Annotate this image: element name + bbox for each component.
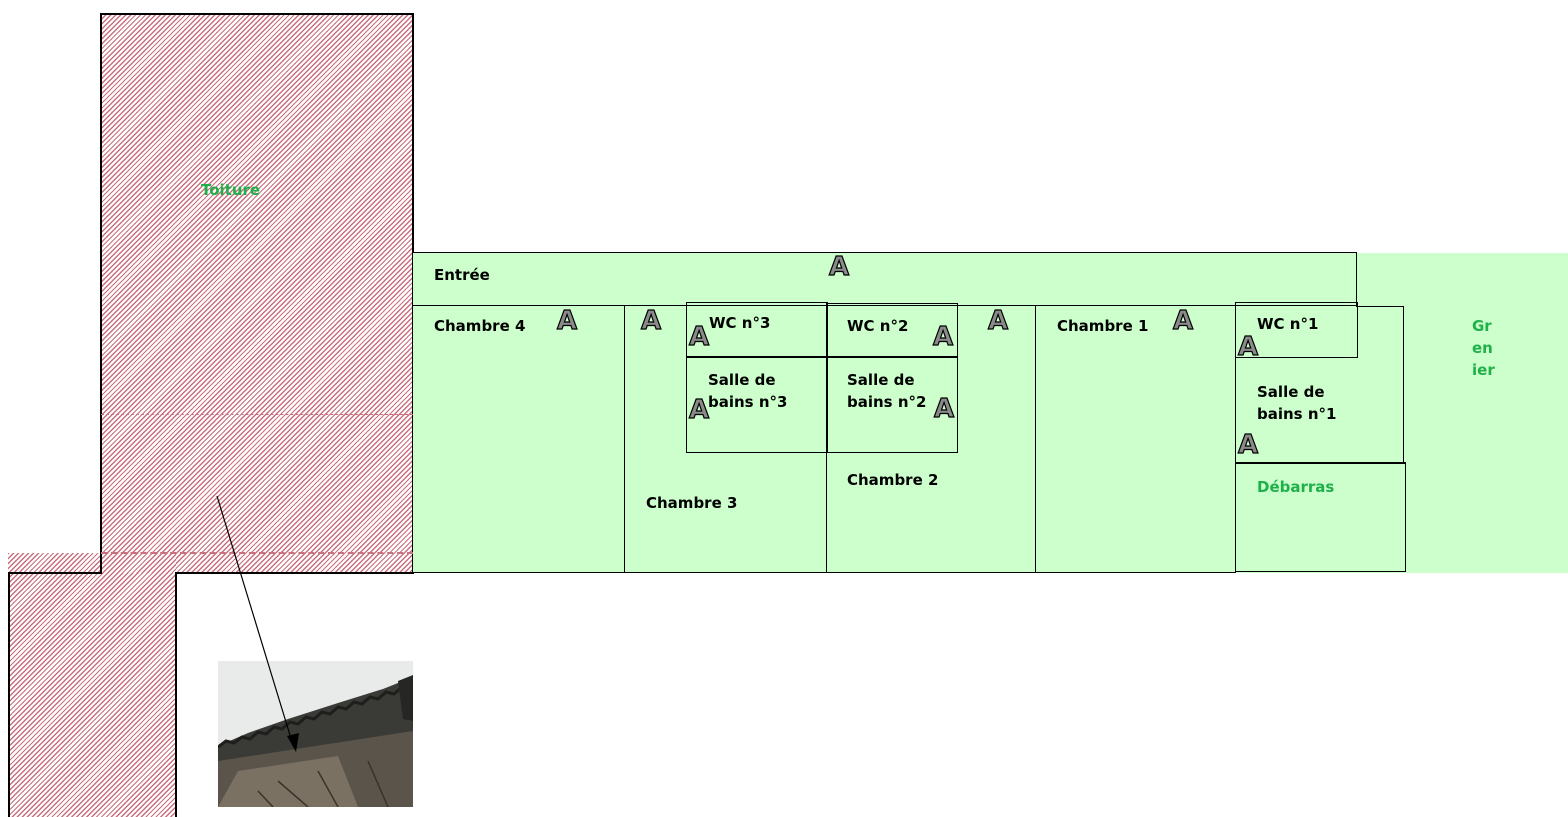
chambre1-label: Chambre 1 xyxy=(1057,317,1149,335)
svg-text:A: A xyxy=(1238,332,1258,358)
grenier-label-line1: Gr xyxy=(1472,317,1492,335)
sdb3-label-line1: Salle de xyxy=(708,371,776,389)
access-marker-icon: A xyxy=(986,306,1010,332)
svg-text:A: A xyxy=(689,322,709,348)
svg-text:A: A xyxy=(934,394,954,420)
entree-label: Entrée xyxy=(434,266,490,284)
access-marker-icon: A xyxy=(827,252,851,278)
sdb3-label-line2: bains n°3 xyxy=(708,393,788,411)
access-marker-icon: A xyxy=(932,394,956,420)
wc2-label: WC n°2 xyxy=(847,317,909,335)
svg-text:A: A xyxy=(557,306,577,332)
toiture-label: Toiture xyxy=(201,181,261,199)
grenier-label-line2: en xyxy=(1472,339,1493,357)
wall-ch1-sdb1 xyxy=(1235,305,1236,573)
svg-text:A: A xyxy=(1173,306,1193,332)
wc2-box xyxy=(826,303,958,358)
roof-area-upper xyxy=(101,14,413,573)
debarras-label: Débarras xyxy=(1257,478,1335,496)
wall-sdb1-right-top xyxy=(1356,306,1403,307)
wall-entree-right xyxy=(1356,252,1357,306)
sdb2-label-line2: bains n°2 xyxy=(847,393,927,411)
wc3-box xyxy=(686,302,828,358)
svg-text:A: A xyxy=(988,306,1008,332)
roof-dashed-line xyxy=(101,414,413,415)
access-marker-icon: A xyxy=(639,306,663,332)
roof-area-step xyxy=(8,553,176,573)
debarras-box xyxy=(1235,462,1406,572)
wc3-label: WC n°3 xyxy=(709,314,771,332)
roof-outline-inner-vert xyxy=(175,572,177,817)
svg-text:A: A xyxy=(689,395,709,421)
wall-bottom xyxy=(413,572,1236,573)
wall-ch2-ch1 xyxy=(1035,305,1036,573)
sdb1-label-line1: Salle de xyxy=(1257,383,1325,401)
wall-sdb1-right xyxy=(1403,306,1404,464)
sdb1-label-line2: bains n°1 xyxy=(1257,405,1337,423)
access-marker-icon: A xyxy=(1236,332,1260,358)
chambre4-label: Chambre 4 xyxy=(434,317,526,335)
roof-outline-step xyxy=(8,572,102,574)
chambre3-label: Chambre 3 xyxy=(646,494,738,512)
access-marker-icon: A xyxy=(687,395,711,421)
svg-text:A: A xyxy=(829,252,849,278)
svg-text:A: A xyxy=(641,306,661,332)
svg-text:A: A xyxy=(933,322,953,348)
access-marker-icon: A xyxy=(1171,306,1195,332)
roof-outline-top xyxy=(101,13,414,15)
chambre2-label: Chambre 2 xyxy=(847,471,939,489)
sdb3-box xyxy=(686,356,828,453)
wc1-box xyxy=(1235,302,1358,358)
access-marker-icon: A xyxy=(687,322,711,348)
wall-ch3-ch2 xyxy=(826,451,827,573)
sdb2-box xyxy=(826,356,958,453)
roof-dashed-line xyxy=(101,552,413,554)
wall-ch4-ch3 xyxy=(624,305,625,573)
roof-photo-icon xyxy=(218,661,413,807)
grenier-label-line3: ier xyxy=(1472,361,1495,379)
wall-entree-top xyxy=(413,252,1357,253)
roof-outline-left-lower xyxy=(8,572,10,817)
roof-outline-inner xyxy=(176,572,414,574)
access-marker-icon: A xyxy=(555,306,579,332)
wc1-label: WC n°1 xyxy=(1257,315,1319,333)
access-marker-icon: A xyxy=(931,322,955,348)
roof-outline-left xyxy=(100,13,102,574)
wall-rooms-top xyxy=(413,305,1358,306)
roof-area-lower xyxy=(8,573,176,817)
svg-text:A: A xyxy=(1238,430,1258,456)
sdb2-label-line1: Salle de xyxy=(847,371,915,389)
access-marker-icon: A xyxy=(1236,430,1260,456)
